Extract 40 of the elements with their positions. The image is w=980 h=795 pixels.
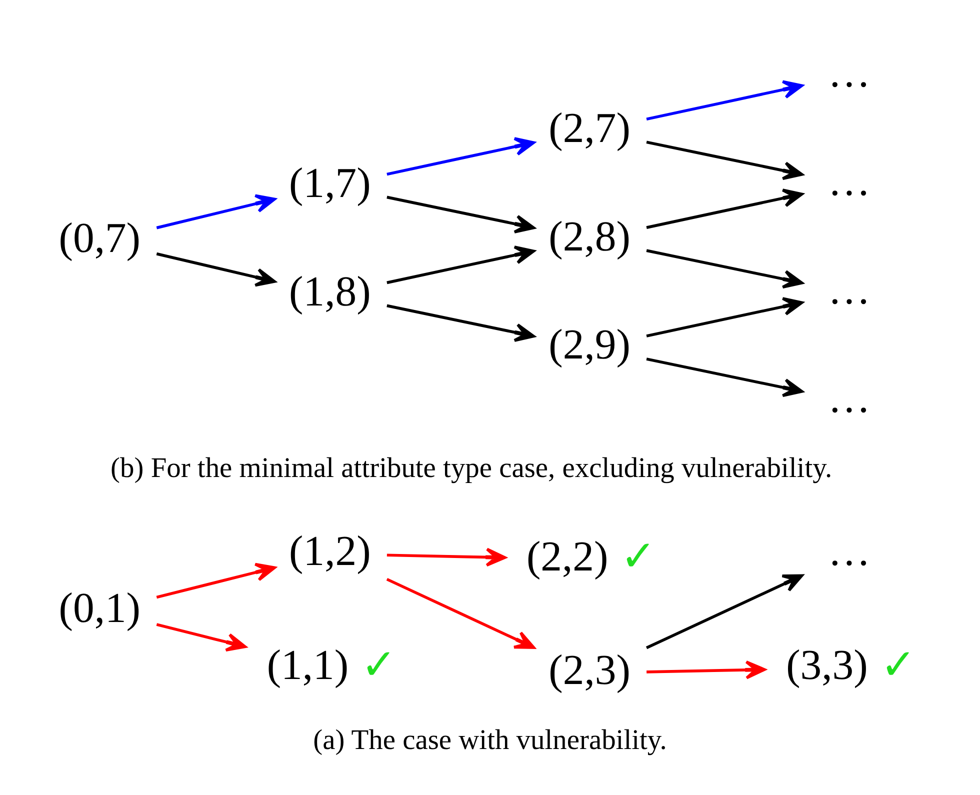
node-text: (1,8) [289,268,371,316]
arrow [386,578,535,649]
node-text: (2,9) [548,322,630,369]
arrow [646,660,766,680]
arrow [386,304,535,342]
arrow [646,297,804,338]
node-label: ✓ [361,642,398,689]
node-text: … [828,528,871,576]
node-text: (1,2) [289,528,371,576]
node-text: (1,1) [266,642,349,689]
node-text: … [828,50,871,97]
arrow [646,249,804,289]
node-text: (0,1) [58,584,141,632]
node-text: (2,8) [548,213,630,260]
node-text: (2,7) [548,104,630,152]
node-text: (1,7) [289,160,371,207]
arrow [156,194,276,230]
node-label: ✓ [880,642,916,689]
node-text: (3,3) [786,642,868,689]
node-text: … [828,158,871,206]
node-label: ✓ [620,533,657,580]
node-text: (2,3) [548,647,630,694]
arrow [156,623,247,652]
node-text: … [828,266,871,314]
arrow [646,140,804,180]
arrow [646,358,804,397]
label: (a) The case with vulnerability. [313,725,667,756]
node-text: … [828,375,871,422]
arrow [156,252,276,287]
arrow [386,137,535,176]
node-text: (0,7) [58,215,141,262]
arrow [646,574,804,650]
arrow [386,548,506,567]
label: (b) For the minimal attribute type case, excluding vulnerability. [110,453,832,484]
arrow [646,80,804,120]
arrow [646,188,804,229]
arrow [156,562,276,599]
node-text: (2,2) [526,533,608,580]
arrow [386,196,535,234]
arrow [386,246,535,284]
